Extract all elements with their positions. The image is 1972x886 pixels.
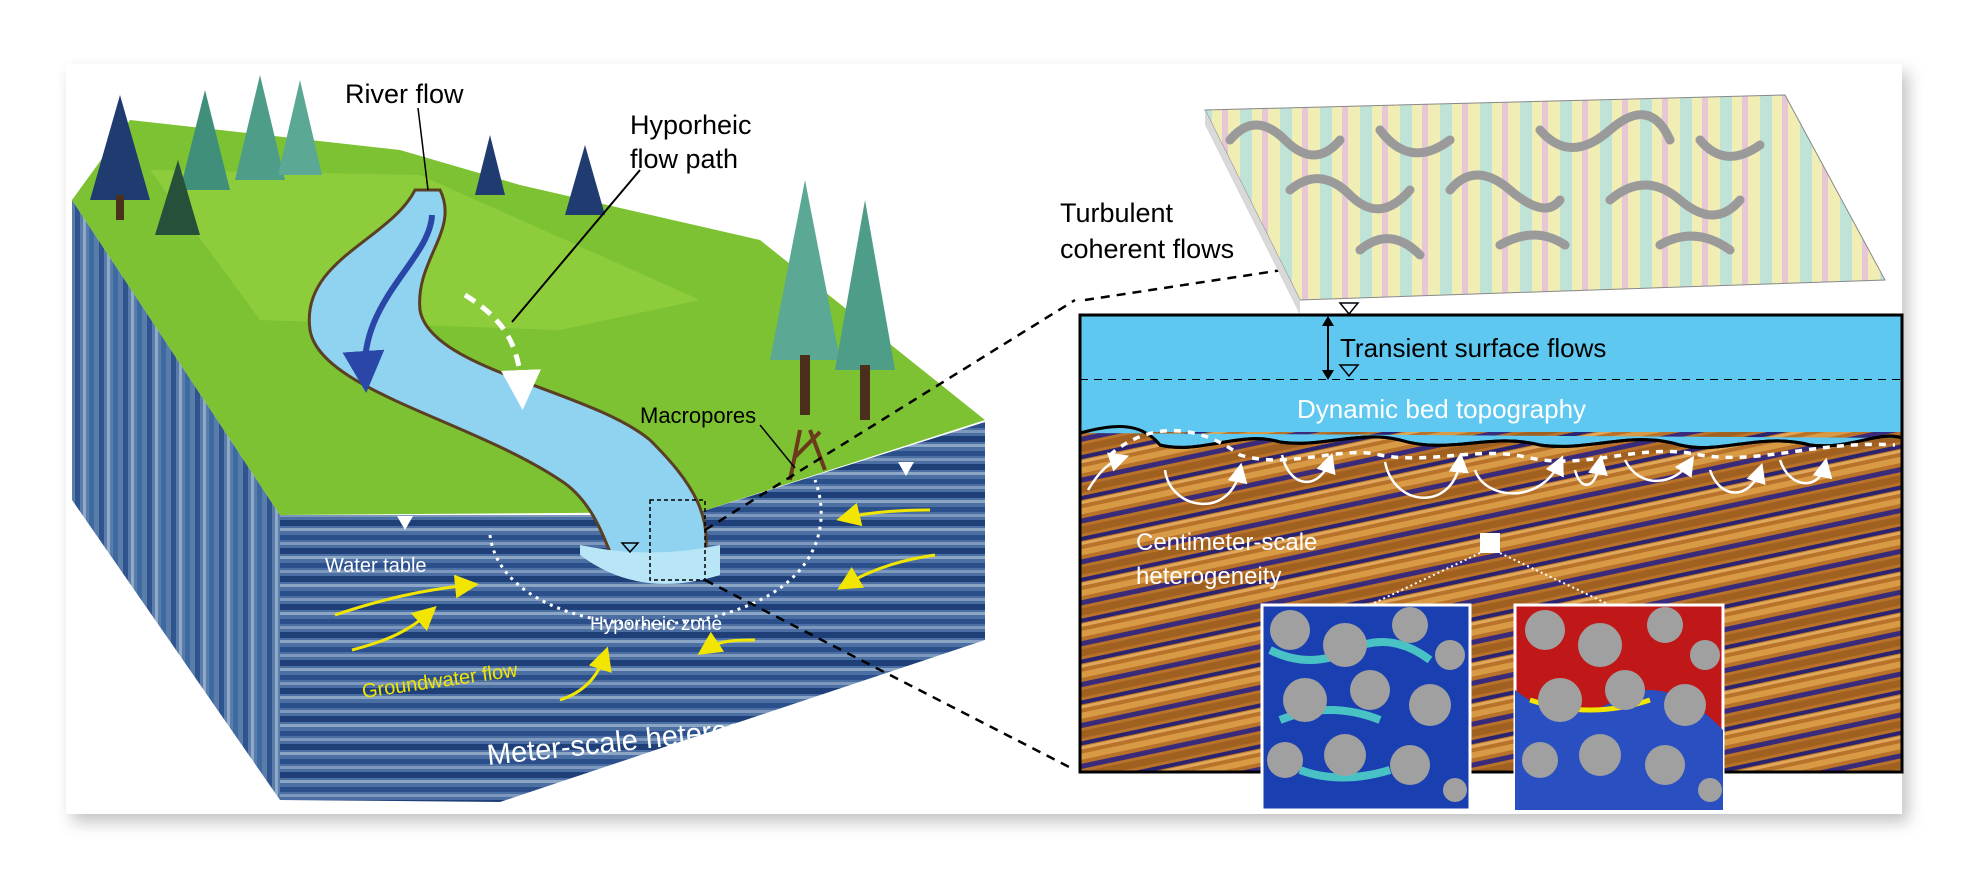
pore-scale-marker xyxy=(1480,533,1500,553)
bed-hyporheic-dashed xyxy=(1108,428,1896,463)
block-side-face xyxy=(72,200,280,800)
trees xyxy=(90,75,895,420)
label-centimeter-2: heterogeneity xyxy=(1136,563,1281,590)
river-flow-arrow xyxy=(342,214,435,393)
vortex-tubes xyxy=(1225,110,1765,260)
cross-section-panel xyxy=(1078,302,1904,774)
label-centimeter-1: Centimeter-scale xyxy=(1136,529,1317,556)
river-label-leader xyxy=(417,107,429,191)
label-macropores: Macropores xyxy=(640,403,756,428)
groundwater-arrows xyxy=(334,502,936,702)
bed-surface-fill xyxy=(1080,380,1902,432)
pore-leader-right xyxy=(1499,552,1611,606)
bed-exchange-arrows xyxy=(1086,452,1833,506)
transient-arrowhead-up xyxy=(1322,316,1334,326)
label-river-flow: River flow xyxy=(345,79,464,109)
transient-arrowhead-down xyxy=(1322,370,1334,380)
label-water-table: Water table xyxy=(325,555,427,577)
pore-inset-velocity xyxy=(1260,603,1472,812)
cross-section-border xyxy=(1078,313,1904,774)
sediment-body xyxy=(1080,430,1902,772)
label-hyporheic-zone: Hyporheic zone xyxy=(590,614,722,635)
hyporheic-label-leader xyxy=(511,169,641,323)
label-dynamic-bed: Dynamic bed topography xyxy=(1297,394,1586,424)
zoom-line-top xyxy=(704,298,1076,532)
hyporheic-flow-arrow xyxy=(463,292,541,410)
label-turbulent-1: Turbulent xyxy=(1060,198,1174,228)
macropores-leader xyxy=(759,424,796,469)
macropores-roots xyxy=(788,429,827,481)
turbulence-slab xyxy=(1204,94,1886,301)
label-turbulent-2: coherent flows xyxy=(1060,234,1234,264)
turbulence-panel xyxy=(1204,94,1886,315)
landscape-block xyxy=(72,75,985,802)
hyporheic-zone-boundary xyxy=(488,479,823,626)
label-transient: Transient surface flows xyxy=(1340,333,1606,363)
label-hyporheic-1: Hyporheic xyxy=(630,110,752,140)
zoom-line-bottom xyxy=(704,578,1076,772)
pore-leader-left xyxy=(1369,552,1481,606)
turbulence-slab-edge xyxy=(1205,110,1300,315)
zoom-box xyxy=(649,499,706,581)
surface-level-top xyxy=(1338,302,1360,316)
surface-level-bottom xyxy=(1338,364,1360,378)
bed-surface-line xyxy=(1079,425,1903,450)
label-hyporheic-2: flow path xyxy=(630,144,738,174)
channel-level-marker xyxy=(620,542,640,554)
pore-inset-concentration xyxy=(1513,603,1725,812)
water-table-marker-right xyxy=(898,462,914,476)
block-front-face xyxy=(280,422,985,802)
water-table-marker-left xyxy=(397,516,413,530)
